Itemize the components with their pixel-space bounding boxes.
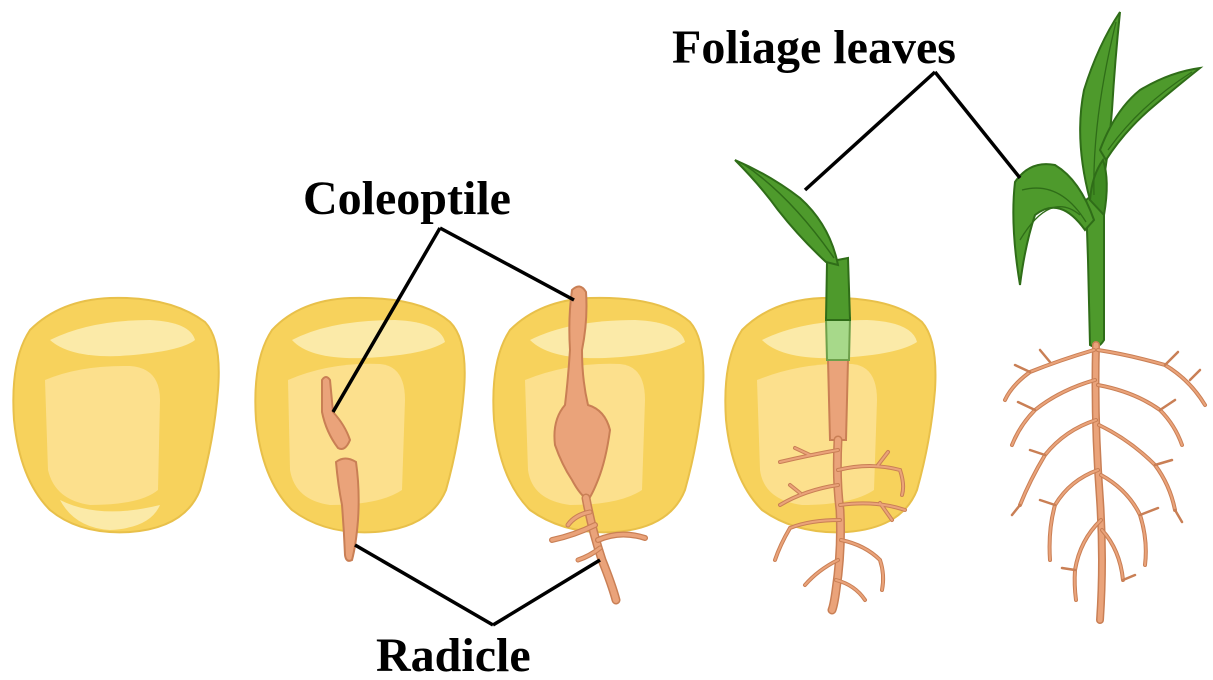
plant-roots: [1005, 345, 1205, 620]
kernel-stage-3: [493, 286, 703, 600]
kernel-embryo-area: [757, 364, 877, 505]
plant-right-leaf: [1100, 68, 1200, 160]
kernel-stage-1: [13, 298, 218, 532]
foliage-leader-right: [935, 72, 1020, 178]
plant-left-leaf: [1013, 164, 1094, 285]
kernel-stage-4: [725, 160, 935, 610]
coleoptile-sheath: [826, 318, 850, 360]
young-plant-stage-5: [1005, 12, 1205, 620]
kernel-stage-2: [255, 298, 464, 561]
foliage-leader-left: [805, 72, 935, 190]
kernel-embryo-area: [45, 366, 160, 505]
coleoptile-label: Coleoptile: [303, 175, 511, 223]
foliage-leaves-label: Foliage leaves: [672, 24, 956, 72]
radicle-leader-left: [355, 545, 493, 625]
seedling-stem: [826, 258, 850, 320]
radicle-label: Radicle: [376, 632, 531, 680]
radicle-leader-right: [493, 560, 600, 625]
seedling-stem-base: [828, 360, 848, 440]
coleoptile-leader-right: [440, 228, 574, 300]
